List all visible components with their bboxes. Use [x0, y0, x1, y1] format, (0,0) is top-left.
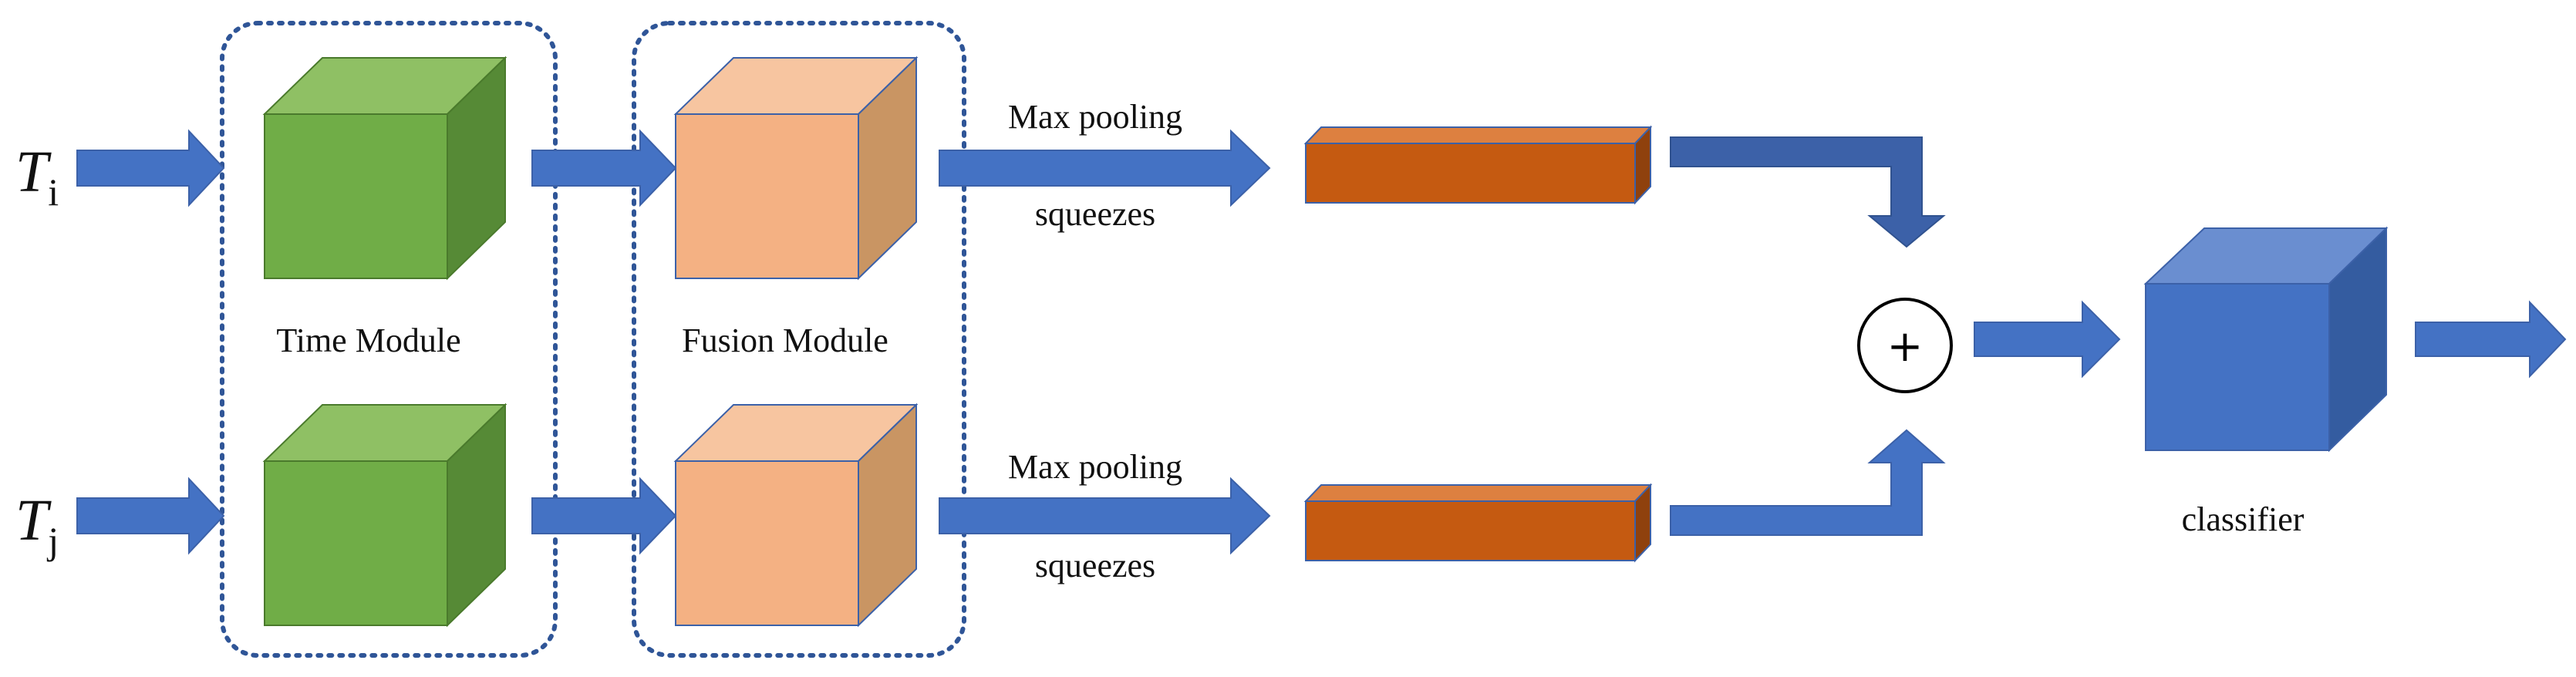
time-to-fusion-arrow-top [531, 129, 677, 207]
max-pooling-arrow-top [939, 129, 1271, 207]
plus-icon: + [1887, 322, 1924, 372]
input-arrow-top [76, 129, 225, 207]
max-pooling-arrow-bottom [939, 477, 1271, 555]
fusion-module-label: Fusion Module [682, 322, 888, 359]
sum-to-classifier-arrow [1974, 300, 2121, 379]
output-arrow [2415, 300, 2567, 379]
time-module-cube-top [262, 56, 507, 281]
fusion-module-cube-bottom [673, 402, 919, 628]
feature-vector-bar-bottom [1303, 483, 1653, 563]
sum-node: + [1857, 298, 1953, 393]
input-label-top: Ti [15, 140, 59, 214]
max-pooling-label-top: Max pooling [1008, 98, 1182, 136]
squeezes-label-bottom: squeezes [1035, 547, 1155, 584]
squeezes-label-top: squeezes [1035, 195, 1155, 233]
fusion-module-cube-top [673, 56, 919, 281]
input-arrow-bottom [76, 477, 225, 555]
merge-arrow-bottom [1670, 429, 1946, 536]
time-module-cube-bottom [262, 402, 507, 628]
input-label-bottom: Tj [15, 488, 59, 562]
time-module-label: Time Module [276, 322, 460, 359]
feature-vector-bar-top [1303, 125, 1653, 205]
time-to-fusion-arrow-bottom [531, 477, 677, 555]
merge-arrow-top [1670, 136, 1946, 248]
classifier-cube [2143, 226, 2389, 453]
fusion-module-group-box [632, 21, 966, 658]
time-module-group-box [220, 21, 558, 658]
max-pooling-label-bottom: Max pooling [1008, 448, 1182, 486]
classifier-label: classifier [2182, 500, 2305, 538]
